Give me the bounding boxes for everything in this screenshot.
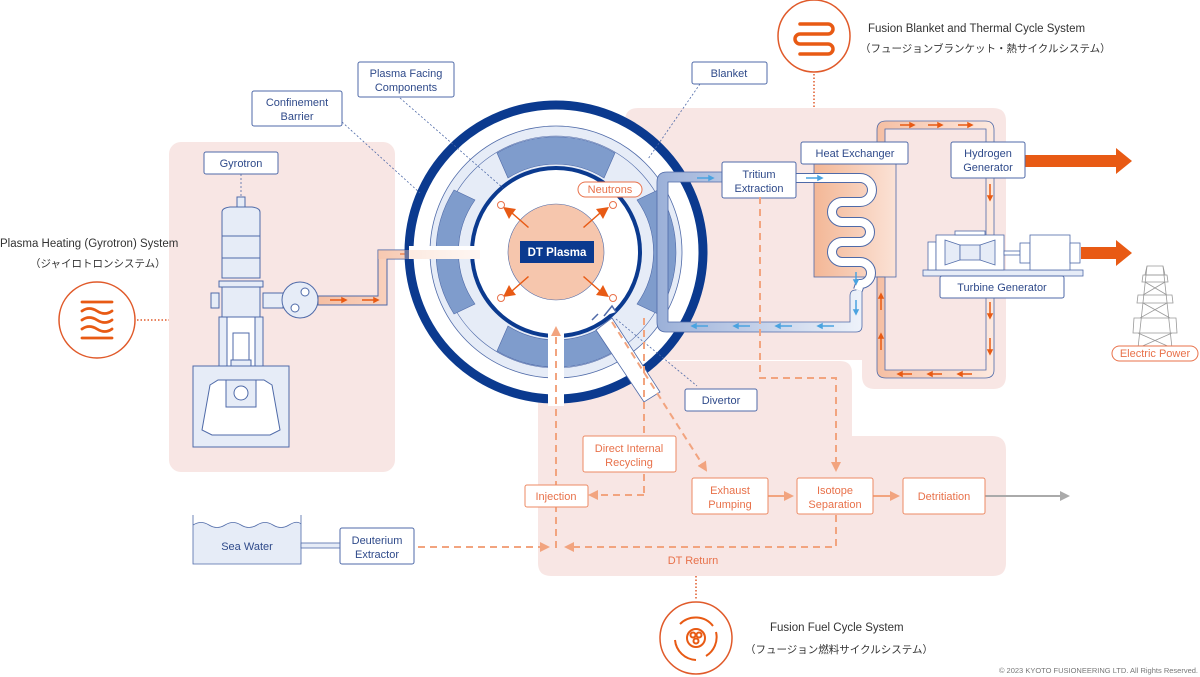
turbine-generator-label-box [939,275,1065,299]
neutron-arrows [503,207,609,297]
dt-plasma-label: DT Plasma [528,247,587,259]
blanket-segment-top [496,136,616,179]
divertor-label-box [684,388,758,412]
heat-exchanger-label-box [800,141,909,165]
hydrogen-output-arrow [1025,148,1132,174]
deuterium-extractor-label-line1: Deuterium [352,535,403,547]
hydrogen-generator-label-line1: Hydrogen [964,148,1012,160]
gyrotron-device [192,196,290,448]
blanket-system-subtitle: （フュージョンブランケット・熱サイクルシステム） [860,42,1111,55]
tritium-extraction-label-line1: Tritium [742,169,775,181]
sea-water-label: Sea Water [221,541,273,553]
gyrotron-label: Gyrotron [220,158,263,170]
turbine-generator-device [922,230,1084,277]
divertor-label: Divertor [702,395,741,407]
fuel-cycle-flows [418,197,1070,552]
hydrogen-generator-label-line2: Generator [963,162,1013,174]
copyright: © 2023 KYOTO FUSIONEERING LTD. All Right… [999,666,1198,675]
deuterium-extractor-label-line2: Extractor [355,549,399,561]
coil-icon [793,22,835,56]
confinement-barrier-label-line2: Barrier [280,111,313,123]
cycle-icon [674,616,718,661]
electric-output-arrow [1081,240,1132,266]
tritium-extraction-label-line2: Extraction [735,183,784,195]
turbine-generator-label: Turbine Generator [957,282,1047,294]
injection-label: Injection [536,491,577,503]
blanket-system-icon [777,0,851,108]
direct-internal-recycling-label-line1: Direct Internal [595,443,663,455]
fuel-system-subtitle: （フュージョン燃料サイクルシステム） [745,643,933,656]
sea-water-tank [192,515,341,565]
dt-return-label: DT Return [668,555,719,567]
dt-plasma-label-box [520,241,594,263]
heating-system-icon [58,281,169,359]
isotope-separation-label-line2: Separation [808,499,861,511]
exhaust-pumping-box [691,477,769,515]
hydrogen-generator-label-box [950,141,1026,179]
transmission-tower-icon [1132,265,1178,349]
exhaust-pumping-label-line2: Pumping [708,499,751,511]
detritiation-box [902,477,986,515]
injection-box [524,484,589,508]
waves-icon [80,300,114,340]
detritiation-label: Detritiation [918,491,971,503]
fuel-cycle-system-icon [659,576,733,675]
confinement-barrier-label-line1: Confinement [266,97,328,109]
fuel-cycle-panel [538,361,1006,576]
isotope-separation-label-line1: Isotope [817,485,853,497]
electric-power-badge [1111,345,1199,362]
neutrons-label: Neutrons [588,184,633,196]
heat-exchanger-label: Heat Exchanger [816,148,895,160]
fuel-system-title: Fusion Fuel Cycle System [770,622,904,634]
plasma-facing-components-label-line1: Plasma Facing [370,68,443,80]
isotope-separation-box [796,477,874,515]
heating-system-title: Plasma Heating (Gyrotron) System [0,238,178,250]
plasma-facing-components-label-line2: Components [375,82,438,94]
thermal-cycle-loop [876,120,995,379]
confinement-barrier-label-box [251,90,343,127]
blanket-system-title: Fusion Blanket and Thermal Cycle System [868,23,1085,35]
direct-internal-recycling-box [582,435,677,473]
blanket-label-box [691,61,768,85]
exhaust-pumping-label-line1: Exhaust [710,485,750,497]
direct-internal-recycling-label-line2: Recycling [605,457,653,469]
heating-system-subtitle: （ジャイロトロンシステム） [30,258,166,270]
blanket-coolant-loop [656,162,897,333]
deuterium-extractor-box [339,527,415,565]
plasma-facing-components-label-box [357,61,455,98]
blanket-label: Blanket [711,68,748,80]
electric-power-label: Electric Power [1120,348,1191,360]
neutrons-badge [577,181,643,198]
